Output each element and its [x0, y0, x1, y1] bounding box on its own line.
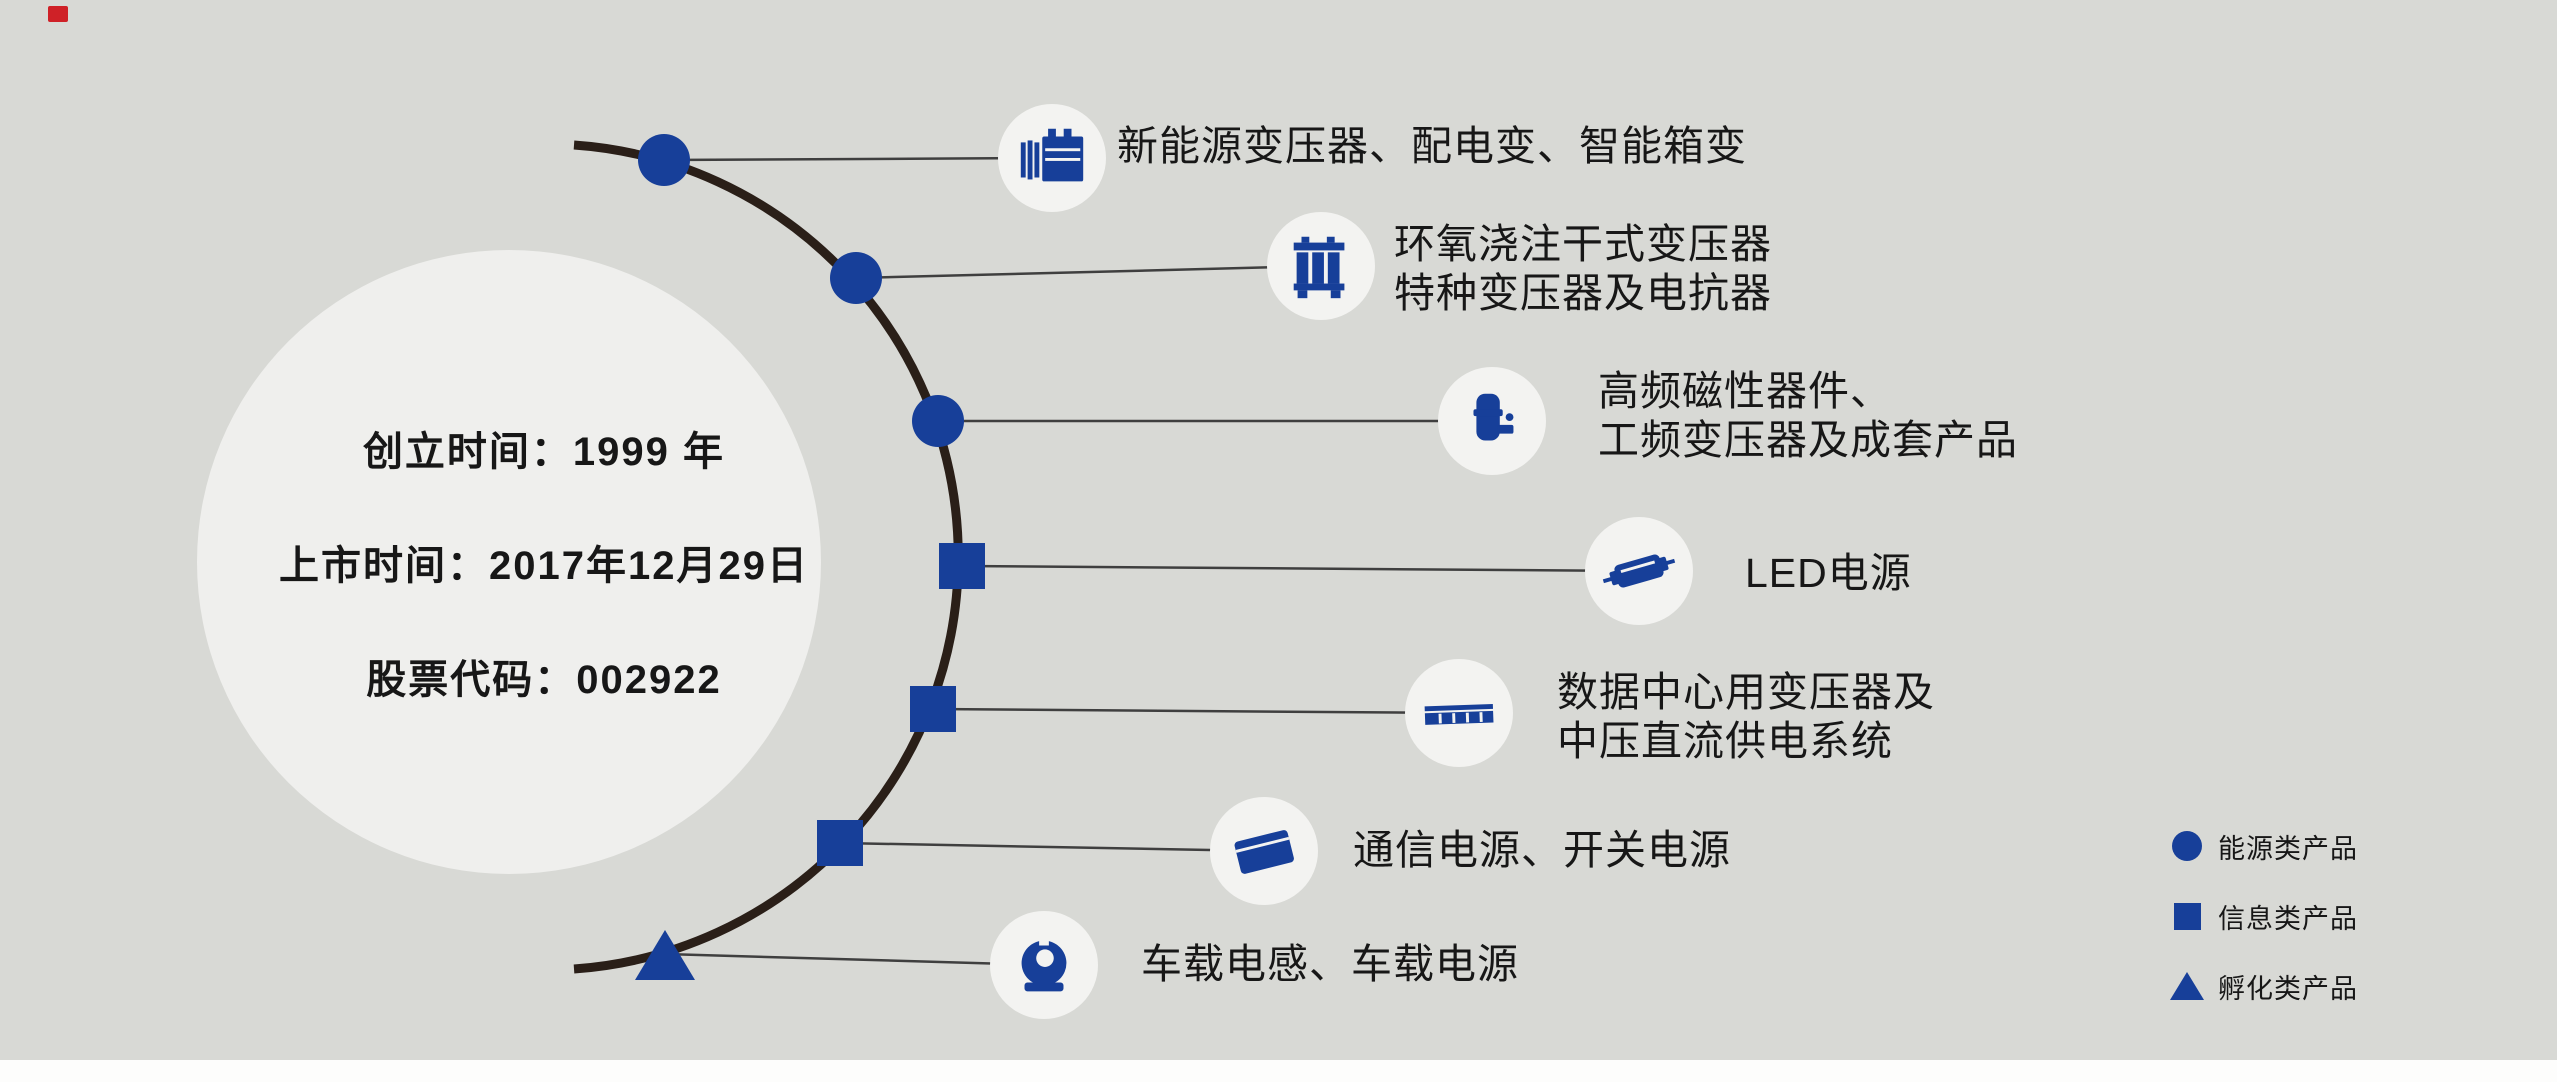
legend-label: 孵化类产品 — [2218, 973, 2358, 1004]
legend-marker-holder — [2168, 972, 2206, 1000]
product-label-line: 通信电源、开关电源 — [1353, 827, 1731, 873]
triangle-marker-icon — [2170, 972, 2204, 1000]
legend-label: 能源类产品 — [2218, 833, 2358, 864]
legend-item-energy: 能源类产品 — [2168, 830, 2358, 864]
circle-marker-icon — [2172, 831, 2202, 861]
product-label-4: LED电源 — [1745, 549, 1912, 598]
product-label-line: 工频变压器及成套产品 — [1598, 417, 2018, 463]
led-power-icon — [1602, 554, 1676, 588]
timeline-marker-circle-2 — [830, 252, 882, 304]
product-label-line: 环氧浇注干式变压器 — [1394, 221, 1772, 267]
product-label-line: LED电源 — [1745, 550, 1912, 596]
legend: 能源类产品 信息类产品 孵化类产品 — [2168, 830, 2358, 1004]
product-icon-badge — [1405, 659, 1513, 767]
timeline-marker-triangle-7 — [635, 930, 695, 980]
connector-line — [961, 564, 1640, 573]
vehicle-inductor-icon — [1021, 938, 1067, 992]
telecom-power-icon — [1234, 830, 1294, 874]
legend-marker-holder — [2168, 831, 2206, 861]
product-label-2: 环氧浇注干式变压器 特种变压器及电抗器 — [1394, 220, 1772, 318]
product-icon-badge — [998, 104, 1106, 212]
product-label-7: 车载电感、车载电源 — [1141, 940, 1519, 989]
connector-line — [663, 156, 1053, 162]
product-label-line: 新能源变压器、配电变、智能箱变 — [1117, 123, 1747, 169]
product-label-line: 中压直流供电系统 — [1557, 718, 1893, 764]
product-icon-badge — [1210, 797, 1318, 905]
listed-date-text: 上市时间：2017年12月29日 — [279, 544, 809, 588]
square-marker-icon — [2173, 902, 2201, 930]
company-info-circle: 创立时间：1999 年 上市时间：2017年12月29日 股票代码：002922 — [197, 250, 821, 874]
product-label-line: 数据中心用变压器及 — [1557, 669, 1935, 715]
new-energy-transformer-icon — [1020, 128, 1084, 182]
hf-magnetic-device-icon — [1473, 393, 1514, 441]
legend-item-incubation: 孵化类产品 — [2168, 970, 2358, 1004]
product-label-5: 数据中心用变压器及 中压直流供电系统 — [1557, 668, 1935, 766]
product-label-line: 车载电感、车载电源 — [1141, 941, 1519, 987]
timeline-marker-square-6 — [817, 820, 863, 866]
product-label-1: 新能源变压器、配电变、智能箱变 — [1117, 122, 1747, 171]
legend-marker-holder — [2168, 902, 2206, 930]
product-label-6: 通信电源、开关电源 — [1353, 826, 1731, 875]
product-icon-badge — [1267, 212, 1375, 320]
connector-line — [932, 707, 1460, 715]
founded-date-text: 创立时间：1999 年 — [362, 430, 726, 474]
timeline-marker-circle-1 — [638, 134, 690, 186]
product-icon-badge — [1438, 367, 1546, 475]
timeline-marker-square-4 — [939, 543, 985, 589]
product-icon-badge — [990, 911, 1098, 1019]
connector-line — [839, 841, 1265, 853]
corner-red-mark — [48, 6, 68, 22]
epoxy-dry-transformer-icon — [1293, 236, 1345, 299]
timeline-marker-square-5 — [910, 686, 956, 732]
connector-line — [855, 264, 1322, 280]
product-label-line: 特种变压器及电抗器 — [1394, 270, 1772, 316]
connector-line — [664, 952, 1045, 967]
datacenter-power-icon — [1424, 704, 1494, 725]
timeline-marker-circle-3 — [912, 395, 964, 447]
stock-code-text: 股票代码：002922 — [366, 658, 722, 702]
product-icon-badge — [1585, 517, 1693, 625]
legend-item-information: 信息类产品 — [2168, 900, 2358, 934]
bottom-strip — [0, 1060, 2557, 1082]
legend-label: 信息类产品 — [2218, 903, 2358, 934]
product-label-line: 高频磁性器件、 — [1598, 368, 1892, 414]
product-label-3: 高频磁性器件、 工频变压器及成套产品 — [1598, 367, 2018, 465]
